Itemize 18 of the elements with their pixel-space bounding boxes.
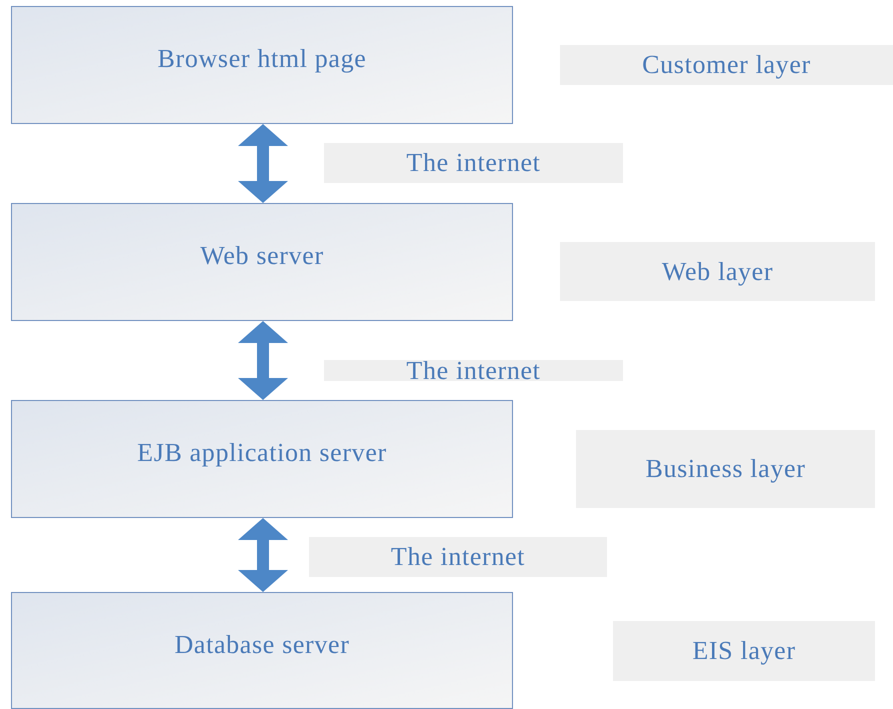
server-box	[11, 400, 513, 518]
server-label: EJB application server	[137, 440, 387, 466]
double-arrow	[238, 321, 288, 400]
double-arrow	[238, 518, 288, 592]
server-box	[11, 592, 513, 709]
layer-label: Customer layer	[642, 52, 811, 78]
server-label: Database server	[174, 632, 350, 658]
connection-label: The internet	[406, 150, 541, 176]
server-box	[11, 6, 513, 124]
layer-label: Business layer	[645, 456, 806, 482]
connection-label: The internet	[390, 544, 526, 570]
server-label: Browser html page	[158, 46, 366, 72]
server-box	[11, 203, 513, 321]
layer-label: EIS layer	[692, 638, 796, 664]
server-label: Web server	[200, 243, 324, 269]
connection-label: The internet	[406, 358, 541, 384]
double-arrow	[238, 124, 288, 203]
layer-label: Web layer	[662, 258, 774, 284]
